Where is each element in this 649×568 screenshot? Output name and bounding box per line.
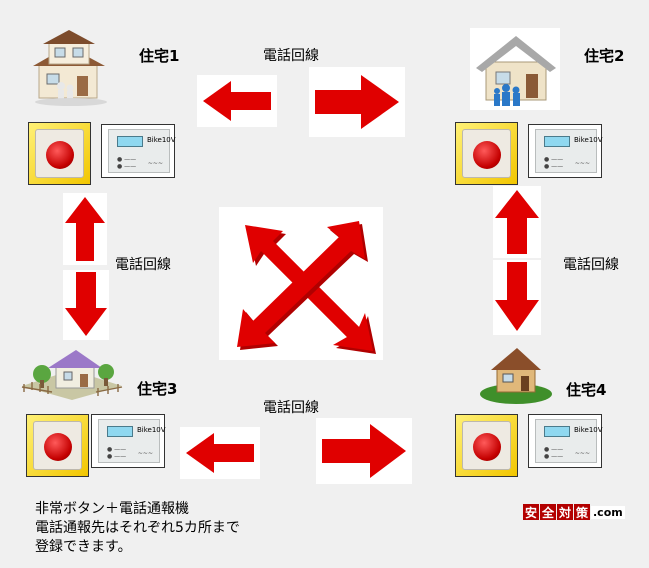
- phone-dialer-4: Bike10V ● ——● ——~~~: [528, 414, 603, 468]
- logo-char-1: 安: [523, 504, 539, 520]
- red-button-icon: [472, 433, 501, 462]
- red-button-icon: [43, 433, 72, 462]
- arrow-left-bottom: [180, 427, 260, 479]
- dialer-display-text: Bike10V: [574, 426, 603, 434]
- house-4-illustration: [477, 340, 555, 406]
- phone-dialer-2: Bike10V ● ——● ——~~~: [528, 124, 603, 178]
- lcd-display-icon: [544, 136, 570, 147]
- emergency-button-4: [455, 414, 518, 477]
- arrow-down-right: [493, 260, 541, 335]
- logo-char-2: 全: [540, 504, 556, 520]
- notes-line-3: 登録できます。: [35, 539, 132, 555]
- lcd-display-icon: [117, 136, 143, 147]
- dialer-display-text: Bike10V: [137, 426, 166, 434]
- dialer-display-text: Bike10V: [574, 136, 603, 144]
- phone-line-label-right: 電話回線: [563, 257, 619, 273]
- red-button-icon: [472, 141, 501, 170]
- emergency-button-1: [28, 122, 91, 185]
- house-3-label: 住宅3: [137, 380, 178, 398]
- house-1-illustration: [25, 28, 117, 106]
- lcd-display-icon: [544, 426, 570, 437]
- arrow-right-top: [309, 67, 405, 137]
- logo-domain: .com: [591, 505, 625, 519]
- house-2-illustration: [470, 28, 560, 110]
- dialer-display-text: Bike10V: [147, 136, 176, 144]
- arrow-up-left: [63, 193, 107, 265]
- house-1-label: 住宅1: [139, 47, 180, 65]
- house-4-label: 住宅4: [566, 381, 607, 399]
- phone-dialer-1: Bike10V ● ——● ——~~~: [101, 124, 176, 178]
- logo-char-4: 策: [574, 504, 590, 520]
- site-logo: 安 全 対 策 .com: [523, 504, 625, 520]
- arrow-up-right: [493, 186, 541, 258]
- logo-char-3: 対: [557, 504, 573, 520]
- house-3-illustration: [18, 340, 126, 402]
- description-notes: 非常ボタン＋電話通報機 電話通報先はそれぞれ5カ所まで 登録できます。: [35, 500, 240, 557]
- arrow-down-left: [63, 270, 109, 340]
- notes-line-1: 非常ボタン＋電話通報機: [35, 501, 189, 517]
- phone-line-label-left: 電話回線: [115, 257, 171, 273]
- phone-line-label-bottom: 電話回線: [263, 400, 319, 416]
- phone-line-label-top: 電話回線: [263, 48, 319, 64]
- arrow-right-bottom: [316, 418, 412, 484]
- emergency-button-2: [455, 122, 518, 185]
- red-button-icon: [45, 141, 74, 170]
- house-2-label: 住宅2: [584, 47, 625, 65]
- lcd-display-icon: [107, 426, 133, 437]
- arrow-left-top: [197, 75, 277, 127]
- phone-dialer-3: Bike10V ● ——● ——~~~: [91, 414, 166, 468]
- emergency-button-3: [26, 414, 89, 477]
- notes-line-2: 電話通報先はそれぞれ5カ所まで: [35, 520, 240, 536]
- cross-arrows-center: [219, 207, 383, 360]
